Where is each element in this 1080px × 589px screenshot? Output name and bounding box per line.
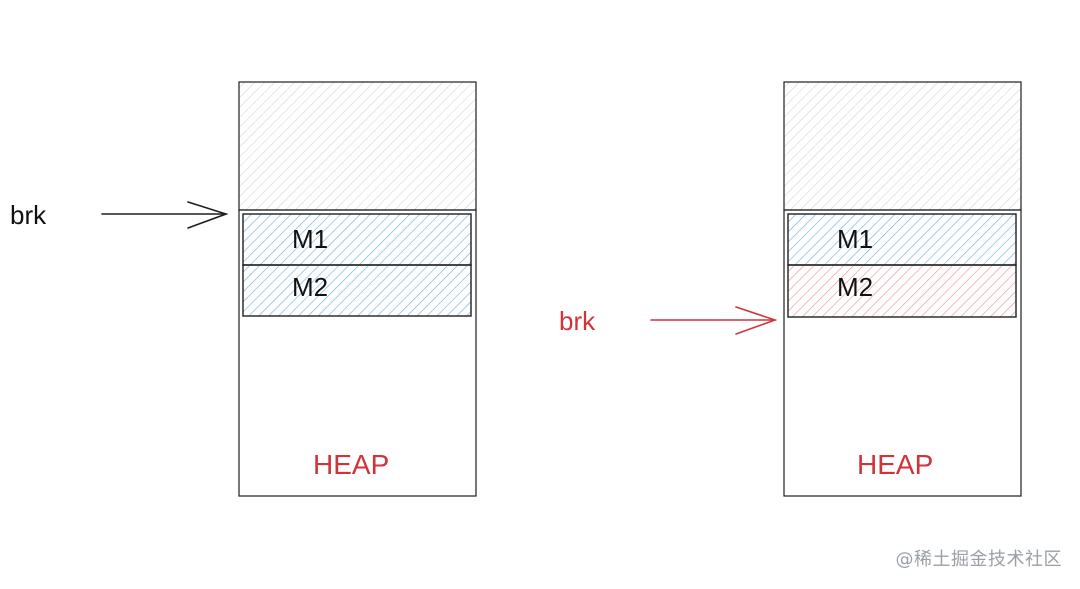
left-panel: M1 M2 HEAP brk (10, 81, 477, 497)
right-block-m2-label: M2 (837, 272, 873, 302)
left-unmapped-region (238, 81, 477, 211)
right-block-m1-label: M1 (837, 224, 873, 254)
right-heap-box (783, 209, 1022, 497)
right-heap-label: HEAP (857, 449, 933, 480)
right-block-m1 (787, 213, 1017, 266)
left-brk-arrow (101, 201, 229, 229)
watermark: @稀土掘金技术社区 (895, 549, 1062, 570)
left-heap-label: HEAP (313, 449, 389, 480)
left-block-m2-label: M2 (292, 272, 328, 302)
right-unmapped-region (783, 81, 1022, 211)
right-brk-label: brk (559, 306, 596, 336)
right-block-m2 (787, 264, 1017, 318)
right-panel: M1 M2 HEAP brk (559, 81, 1022, 497)
left-block-m2 (242, 264, 472, 317)
right-brk-arrow (650, 306, 778, 335)
left-block-m1 (242, 213, 472, 266)
left-heap-box (238, 209, 477, 497)
left-brk-label: brk (10, 200, 47, 230)
left-block-m1-label: M1 (292, 224, 328, 254)
